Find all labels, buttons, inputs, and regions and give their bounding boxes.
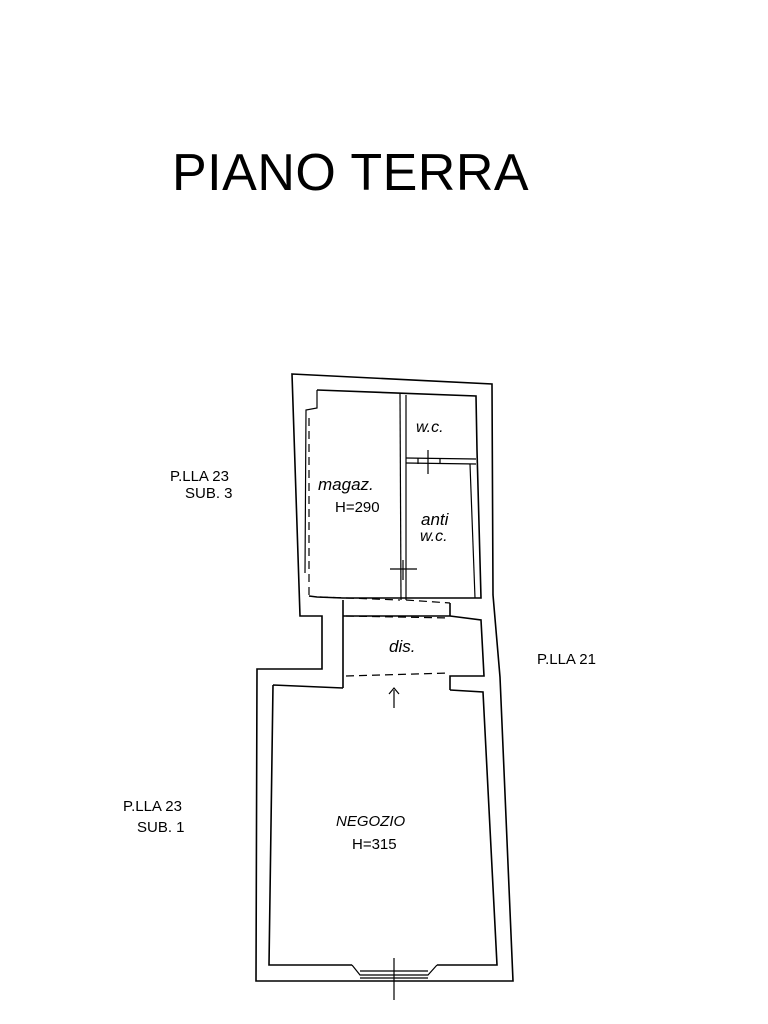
room-label-magazzino: magaz. (318, 475, 374, 494)
antiwc-right-wall (469, 463, 476, 599)
plan-title: PIANO TERRA (172, 144, 529, 202)
negozio-entry-arrow (388, 687, 400, 708)
outer-wall (255, 373, 514, 982)
neighbor-label-left-top-line1: P.LLA 23 (170, 468, 229, 485)
negozio-inner-wall (268, 684, 498, 966)
disimpegno-bottom-dashed (345, 672, 451, 677)
room-height-negozio: H=315 (352, 836, 397, 853)
wc-bottom-wall (405, 457, 477, 465)
room-label-wc: w.c. (416, 419, 444, 436)
disimpegno-top-dashed (345, 615, 451, 619)
neighbor-label-right: P.LLA 21 (537, 651, 596, 668)
neighbor-label-left-bottom-line2: SUB. 1 (137, 819, 185, 836)
magazzino-left-wall (304, 390, 318, 574)
disimpegno-wall (342, 600, 485, 690)
room-label-antiwc-line2: w.c. (420, 528, 448, 545)
wc-door (417, 450, 441, 474)
room-label-antiwc-line1: anti (421, 510, 450, 529)
upper-inner-wall (308, 389, 482, 599)
negozio-front-door (351, 958, 438, 1000)
neighbor-label-left-top-line2: SUB. 3 (185, 485, 233, 502)
magazzino-bottom-dashed (319, 596, 451, 604)
room-height-magazzino: H=290 (335, 499, 380, 516)
room-label-disimpegno: dis. (389, 637, 415, 656)
magazzino-door (390, 560, 417, 580)
room-label-negozio: NEGOZIO (336, 813, 406, 830)
magazzino-right-wall (399, 392, 402, 601)
neighbor-label-left-bottom-line1: P.LLA 23 (123, 798, 182, 815)
